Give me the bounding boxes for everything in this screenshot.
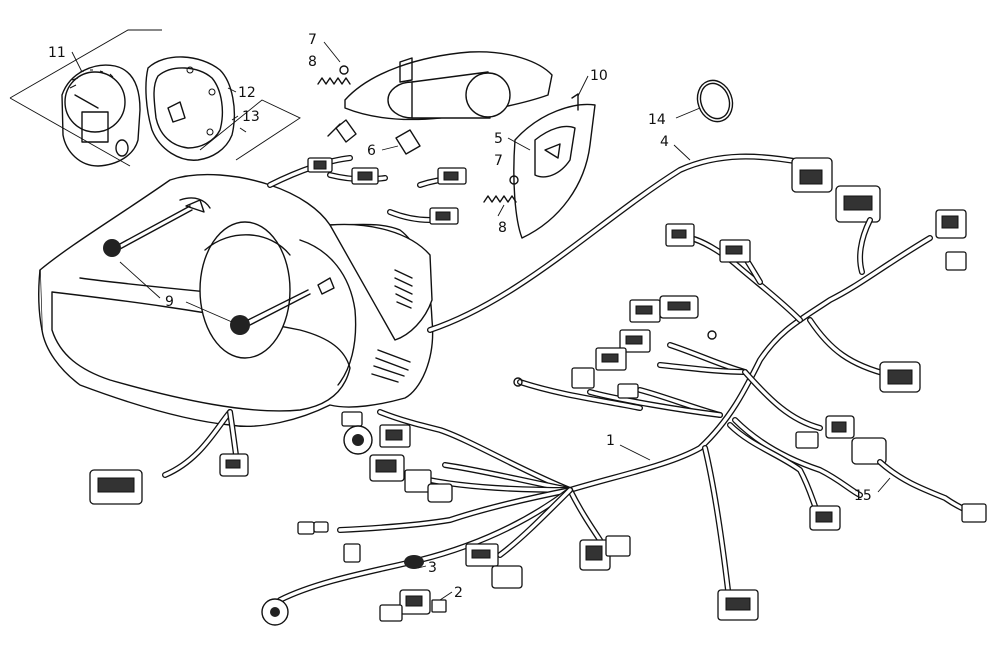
harness-15 — [877, 459, 987, 523]
callout-2: 2 — [454, 585, 463, 601]
cluster-screw-13 — [239, 127, 247, 133]
bulb-socket-6-right — [395, 129, 421, 155]
harness-1-connectors — [513, 209, 967, 621]
harness-4 — [427, 153, 881, 333]
bulb-socket-6-left — [327, 119, 357, 143]
headlight-subharness — [267, 155, 467, 225]
callout-9: 9 — [165, 294, 174, 310]
nut-7-lower — [509, 175, 519, 185]
bolt-9-lower — [230, 277, 335, 335]
cluster-group-bracket — [9, 29, 162, 167]
dash-hood-panel — [37, 173, 434, 427]
callouts: 1 2 3 4 5 6 7 7 8 8 9 10 11 12 13 14 15 — [48, 32, 891, 601]
callout-11: 11 — [48, 45, 66, 61]
spring-8-upper — [317, 77, 351, 85]
callout-13: 13 — [242, 109, 260, 125]
callout-7-lower: 7 — [494, 153, 503, 169]
callout-4: 4 — [660, 134, 669, 150]
callout-7-upper: 7 — [308, 32, 317, 48]
left-lower-connectors — [89, 411, 523, 626]
callout-1: 1 — [606, 433, 615, 449]
nut-7-upper — [339, 65, 349, 75]
headlight-shroud-upper — [344, 51, 553, 121]
instrument-cluster-gauge — [61, 64, 141, 167]
hood-vent-right — [371, 269, 413, 383]
instrument-cluster-housing — [145, 56, 235, 161]
callout-15: 15 — [854, 488, 872, 504]
callout-5: 5 — [494, 131, 503, 147]
callout-12: 12 — [238, 85, 256, 101]
callout-14: 14 — [648, 112, 666, 128]
headlight-housing-10 — [513, 93, 596, 239]
callout-8-upper: 8 — [308, 54, 317, 70]
callout-6: 6 — [367, 143, 376, 159]
spring-8-lower — [483, 195, 517, 203]
callout-3: 3 — [428, 560, 437, 576]
main-harness-1 — [517, 235, 933, 593]
callout-8-lower: 8 — [498, 220, 507, 236]
bolt-9-upper — [103, 205, 193, 257]
clip-ring-14 — [696, 79, 734, 123]
callout-10: 10 — [590, 68, 608, 84]
